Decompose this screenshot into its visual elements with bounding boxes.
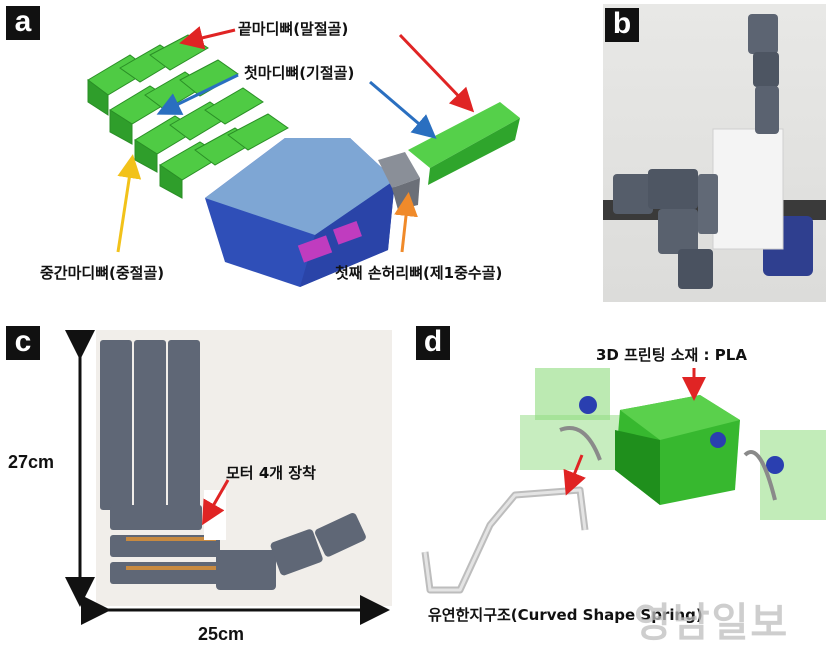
panel-d-label: d: [416, 326, 450, 360]
arrow-proximal-right: [369, 80, 437, 139]
label-distal-phalanx: 끝마디뼈(말절골): [238, 20, 349, 38]
panel-c-photo: [96, 330, 392, 606]
arrow-middle: [116, 154, 142, 253]
label-middle-phalanx: 중간마디뼈(중절골): [40, 264, 165, 282]
height-dimension-label: 27cm: [8, 452, 55, 472]
arrow-proximal-left: [156, 73, 239, 115]
material-label: 3D 프린팅 소재 : PLA: [596, 346, 747, 364]
panel-b-label: b: [605, 8, 639, 42]
arrow-distal-left: [179, 26, 236, 50]
panel-b-photo: b: [603, 4, 826, 302]
panel-a-arrows: [116, 26, 475, 253]
spring-arrow: [563, 454, 586, 496]
panel-c-label: c: [6, 326, 40, 360]
panel-a-label: a: [6, 6, 40, 40]
motor-note-label: 모터 4개 장착: [226, 464, 316, 482]
width-dimension-label: 25cm: [198, 624, 245, 644]
motor-arrow: [202, 479, 230, 526]
arrow-metacarpal: [394, 192, 418, 253]
spring-caption-label: 유연한지구조(Curved Shape Spring): [428, 606, 703, 624]
label-proximal-phalanx: 첫마디뼈(기절골): [244, 64, 355, 82]
watermark-logo: 영남일보: [634, 600, 790, 646]
label-first-metacarpal: 첫째 손허리뼈(제1중수골): [335, 264, 503, 282]
arrow-distal-right: [398, 33, 475, 113]
